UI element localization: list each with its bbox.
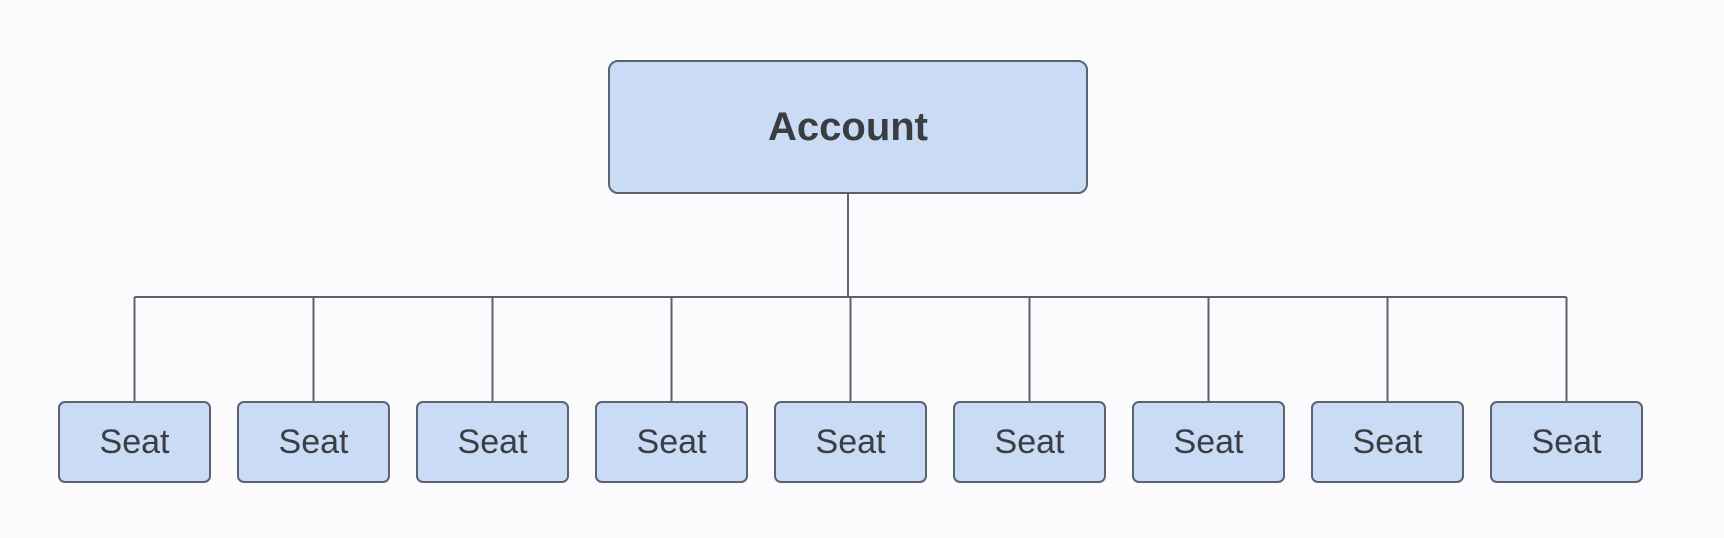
child-node-label: Seat xyxy=(1531,422,1602,461)
child-node-label: Seat xyxy=(636,422,707,461)
child-node-seat: Seat xyxy=(58,401,211,483)
child-node-seat: Seat xyxy=(237,401,390,483)
child-node-seat: Seat xyxy=(1490,401,1643,483)
child-node-label: Seat xyxy=(457,422,528,461)
child-node-seat: Seat xyxy=(595,401,748,483)
child-node-seat: Seat xyxy=(774,401,927,483)
child-node-label: Seat xyxy=(815,422,886,461)
child-node-seat: Seat xyxy=(1311,401,1464,483)
root-node-label: Account xyxy=(768,104,928,149)
child-node-seat: Seat xyxy=(416,401,569,483)
child-node-seat: Seat xyxy=(1132,401,1285,483)
child-node-label: Seat xyxy=(278,422,349,461)
child-node-seat: Seat xyxy=(953,401,1106,483)
child-node-label: Seat xyxy=(1173,422,1244,461)
child-node-label: Seat xyxy=(1352,422,1423,461)
child-node-label: Seat xyxy=(99,422,170,461)
root-node-account: Account xyxy=(608,60,1088,194)
child-node-label: Seat xyxy=(994,422,1065,461)
